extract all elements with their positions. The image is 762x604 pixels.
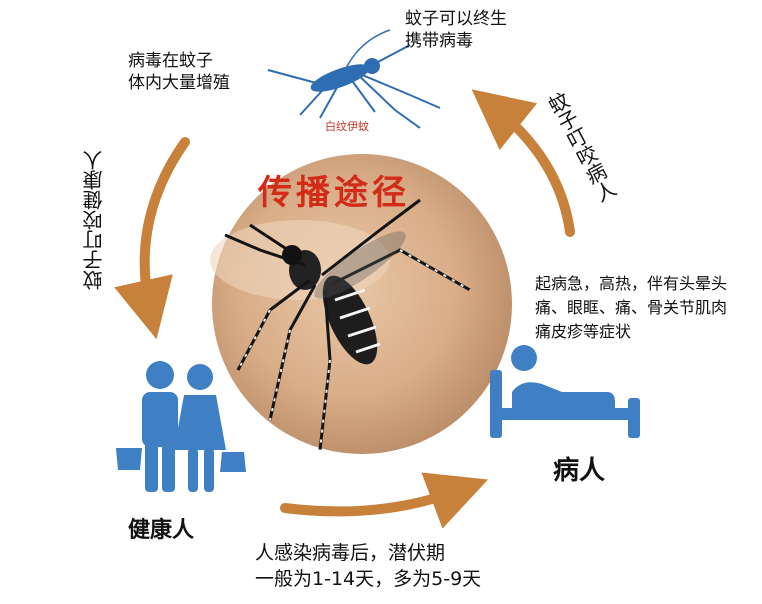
couple-shopping-icon — [116, 361, 246, 492]
mosquito-photo — [210, 154, 512, 454]
bite-healthy-text: 蚊子叮咬健康人 — [82, 150, 106, 290]
page-title: 传播途径 — [258, 173, 410, 213]
mosquito-outline-icon — [267, 29, 441, 129]
incubation-text: 人感染病毒后，潜伏期 一般为1-14天，多为5-9天 — [255, 542, 482, 590]
mosquito-carry-text: 蚊子可以终生 携带病毒 — [405, 9, 507, 51]
patient-label: 病人 — [553, 456, 606, 486]
healthy-label: 健康人 — [128, 518, 195, 543]
mosquito-species-label: 白纹伊蚊 — [325, 120, 369, 133]
patient-in-bed-icon — [490, 345, 640, 438]
cycle-arrows — [114, 89, 575, 529]
virus-multiply-text: 病毒在蚊子 体内大量增殖 — [128, 51, 230, 93]
symptoms-text: 起病急，高热，伴有头晕头痛、眼眶、痛、骨关节肌肉痛皮疹等症状 — [535, 274, 728, 341]
